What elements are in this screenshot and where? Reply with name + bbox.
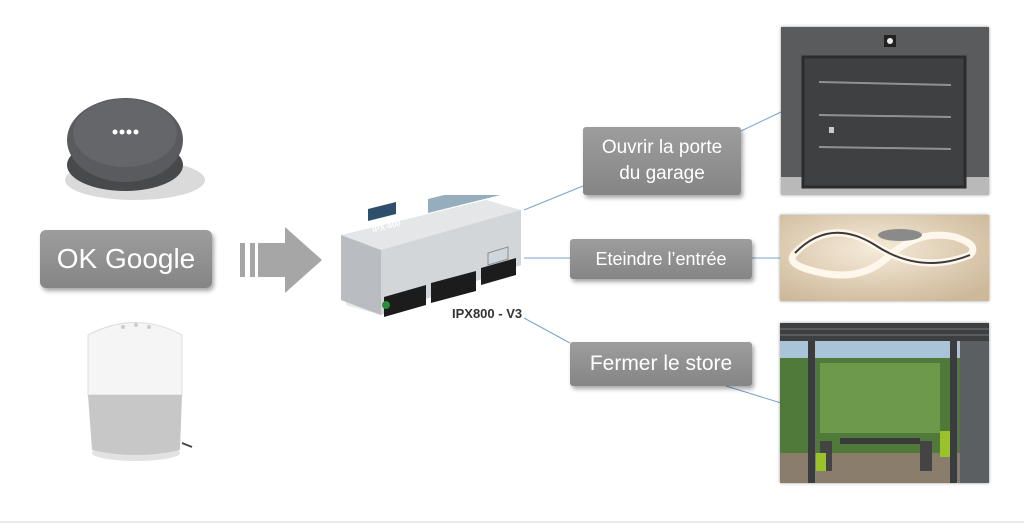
connector-line-garage — [523, 185, 584, 211]
connector-line-store-photo — [725, 385, 782, 404]
bottom-divider — [0, 521, 1024, 523]
pergola-blind-photo — [780, 323, 989, 483]
connector-line-garage-photo — [740, 111, 782, 132]
ipx800-controller-image — [341, 195, 521, 317]
ok-google-label: OK Google — [40, 230, 212, 288]
action-close-blind: Fermer le store — [570, 342, 752, 386]
controller-model-caption: IPX800 - V3 — [452, 306, 523, 321]
action-open-garage: Ouvrir la porte du garage — [583, 127, 741, 195]
garage-door-photo — [781, 27, 989, 195]
google-home-speaker-image — [87, 322, 193, 461]
ceiling-light-photo — [780, 215, 989, 301]
google-home-mini-image — [65, 98, 205, 200]
arrow-right-icon — [240, 227, 322, 293]
connector-line-store — [523, 317, 571, 344]
action-turn-off-entrance: Eteindre l’entrée — [570, 239, 752, 279]
